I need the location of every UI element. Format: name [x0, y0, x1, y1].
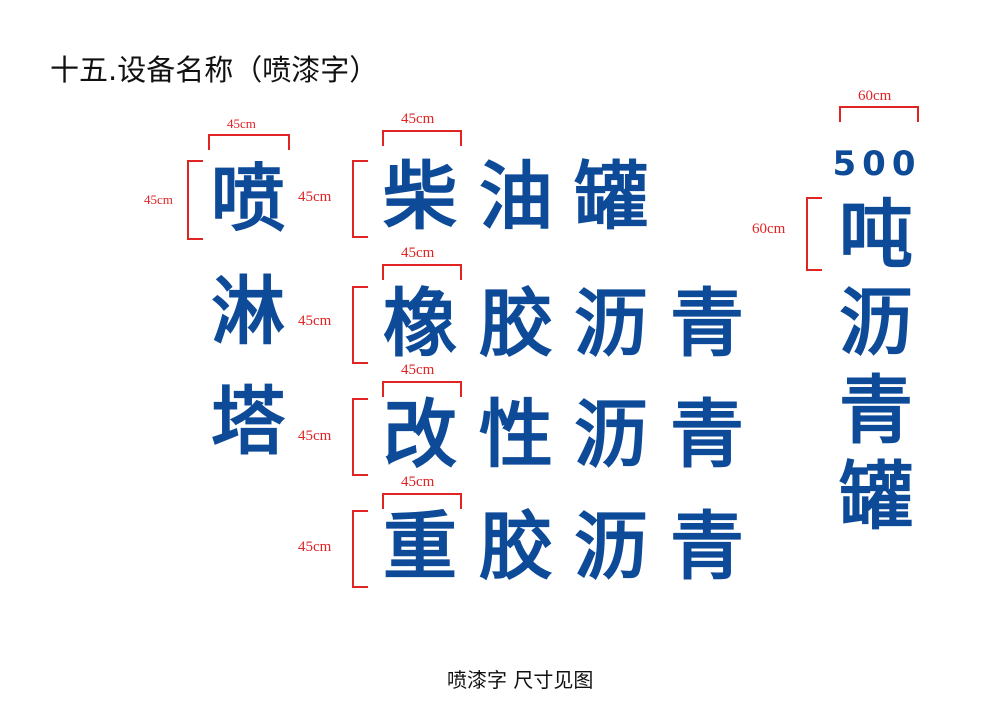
width-label: 45cm: [401, 362, 435, 378]
sign-char: 吨: [839, 192, 913, 278]
height-bracket: [352, 510, 368, 588]
height-bracket: [352, 286, 368, 364]
sign-char: 塔: [211, 379, 285, 465]
sign-char: 青: [670, 504, 744, 590]
height-bracket: [352, 398, 368, 476]
sign-number: 500: [832, 144, 922, 184]
width-bracket: [382, 493, 462, 509]
width-bracket: [382, 381, 462, 397]
sign-char: 油: [479, 154, 553, 240]
sign-char: 青: [670, 392, 744, 478]
height-label: 45cm: [298, 313, 332, 329]
height-bracket: [187, 160, 203, 240]
width-bracket: [208, 134, 290, 150]
height-bracket: [806, 197, 822, 271]
page-title: 十五.设备名称（喷漆字）: [50, 53, 379, 87]
width-bracket: [382, 130, 462, 146]
sign-char: 罐: [574, 154, 648, 240]
sign-char: 胶: [479, 504, 553, 590]
footer-note: 喷漆字 尺寸见图: [447, 668, 594, 692]
width-label: 45cm: [401, 245, 435, 261]
sign-char: 性: [479, 392, 553, 478]
sign-char: 柴: [383, 154, 457, 240]
width-label: 45cm: [401, 474, 435, 490]
sign-char: 沥: [574, 392, 648, 478]
sign-char: 沥: [574, 281, 648, 367]
sign-char: 青: [670, 281, 744, 367]
sign-char: 沥: [574, 504, 648, 590]
height-label: 45cm: [298, 189, 332, 205]
height-label: 45cm: [298, 428, 332, 444]
sign-char: 改: [383, 392, 457, 478]
height-label: 45cm: [144, 192, 173, 207]
sign-char: 沥: [839, 280, 913, 366]
sign-char: 重: [383, 504, 457, 590]
sign-char: 喷: [211, 156, 285, 242]
width-bracket: [839, 106, 919, 122]
width-label: 45cm: [401, 111, 435, 127]
sign-char: 胶: [479, 281, 553, 367]
width-label: 60cm: [858, 88, 892, 104]
height-label: 45cm: [298, 539, 332, 555]
width-label: 45cm: [227, 116, 256, 131]
height-label: 60cm: [752, 221, 786, 237]
width-bracket: [382, 264, 462, 280]
sign-char: 橡: [383, 281, 457, 367]
height-bracket: [352, 160, 368, 238]
sign-char: 罐: [839, 454, 913, 540]
sign-char: 青: [839, 368, 913, 454]
sign-char: 淋: [211, 269, 285, 355]
